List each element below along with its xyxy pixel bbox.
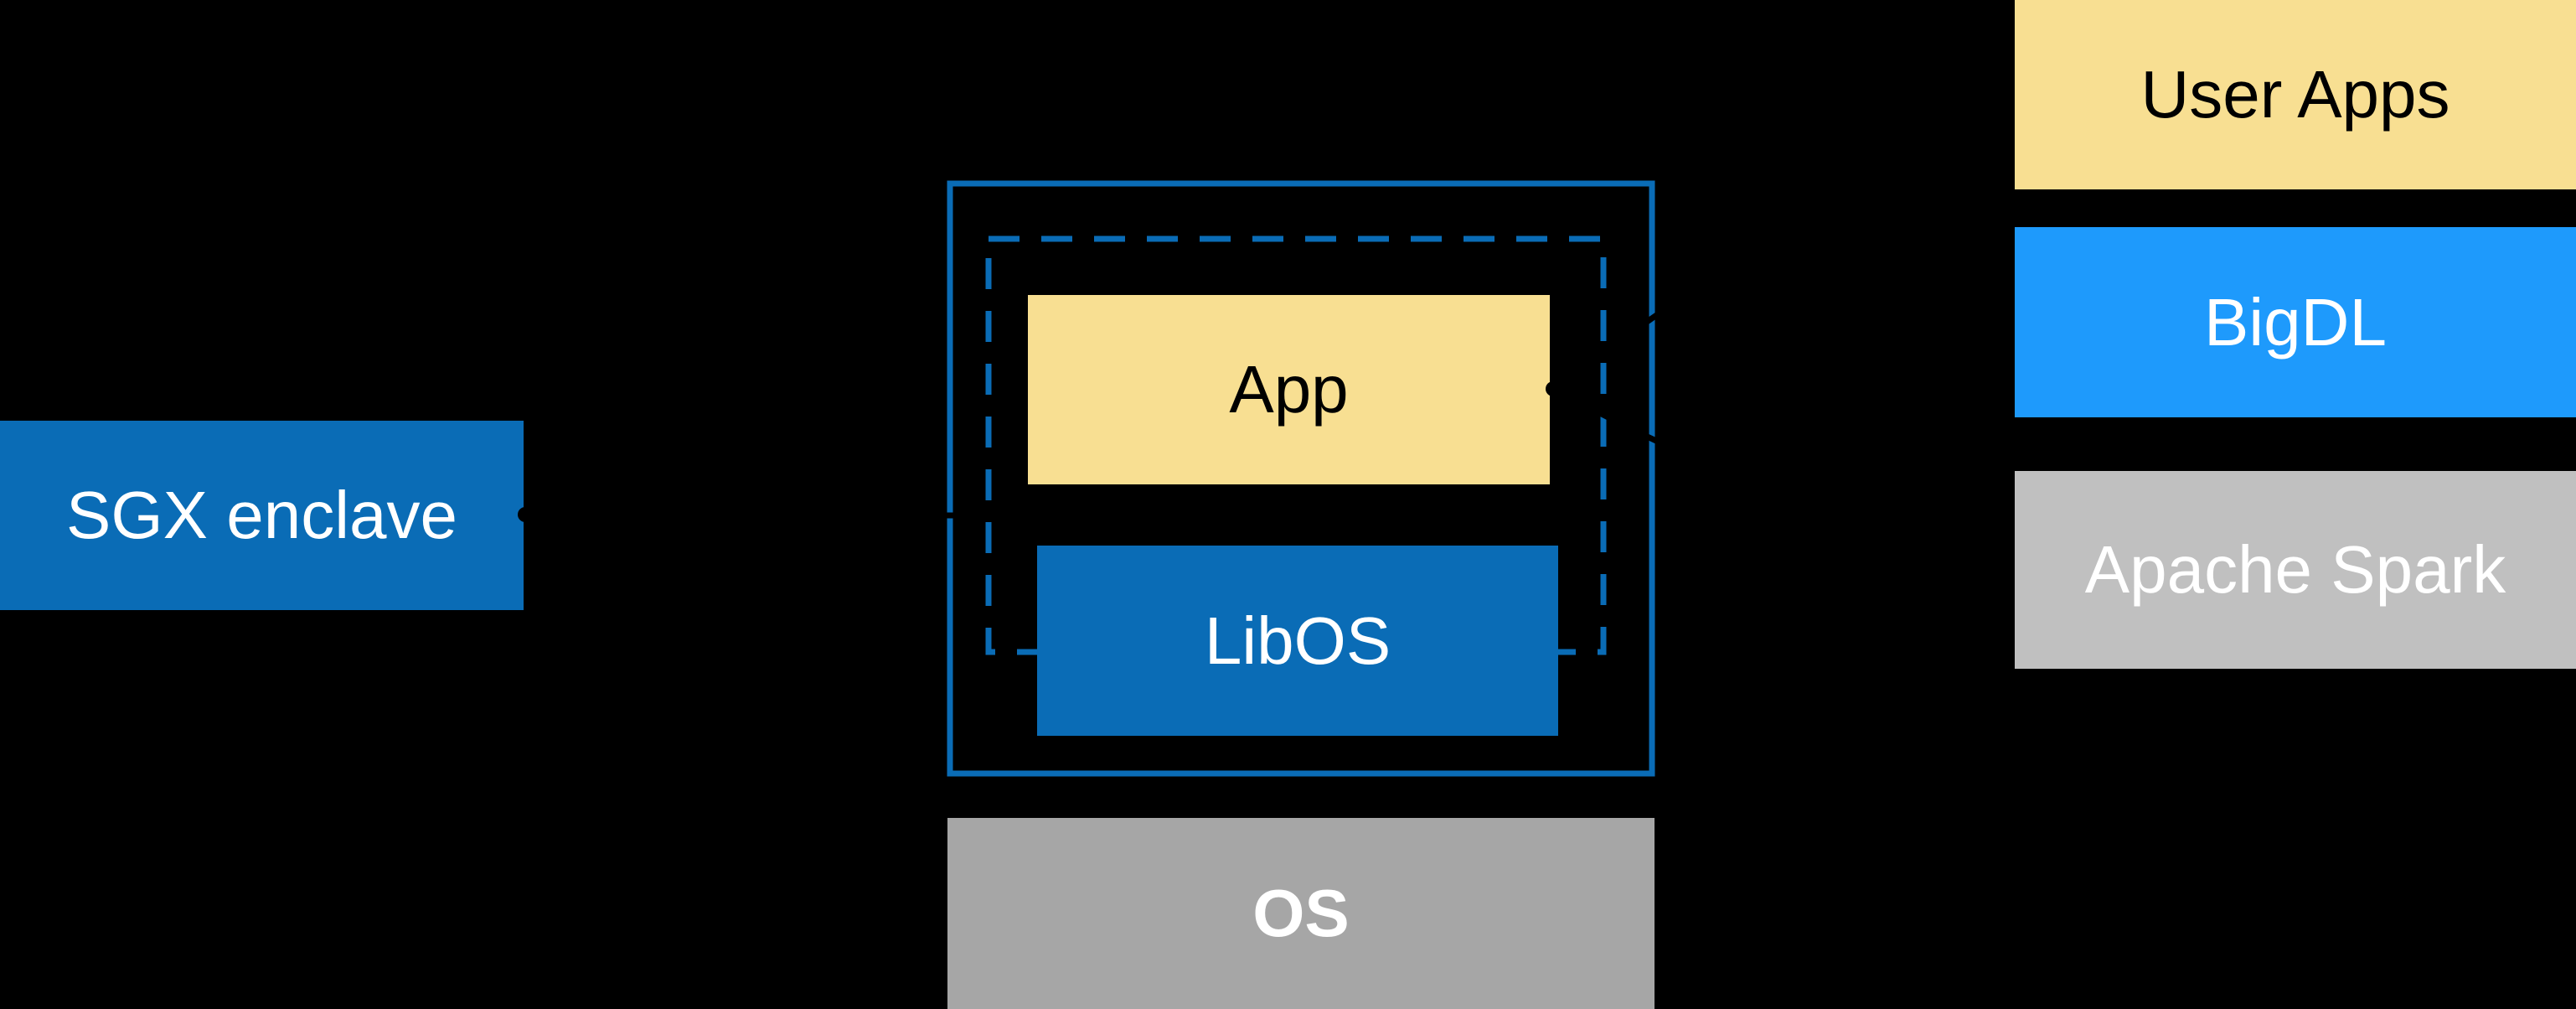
sgx-enclave-label-box: SGX enclave — [0, 421, 524, 610]
os-label: OS — [1252, 876, 1350, 950]
libos-box: LibOS — [1037, 546, 1558, 736]
user-apps-box: User Apps — [2015, 0, 2576, 189]
os-box: OS — [947, 818, 1655, 1009]
app-box: App — [1028, 295, 1550, 484]
libos-label: LibOS — [1204, 603, 1391, 678]
app-label: App — [1229, 352, 1349, 427]
apache-spark-label: Apache Spark — [2084, 532, 2506, 607]
bigdl-label: BigDL — [2204, 284, 2387, 360]
bigdl-box: BigDL — [2015, 227, 2576, 417]
sgx-enclave-label: SGX enclave — [66, 478, 457, 552]
user-apps-label: User Apps — [2140, 57, 2450, 132]
apache-spark-box: Apache Spark — [2015, 471, 2576, 669]
